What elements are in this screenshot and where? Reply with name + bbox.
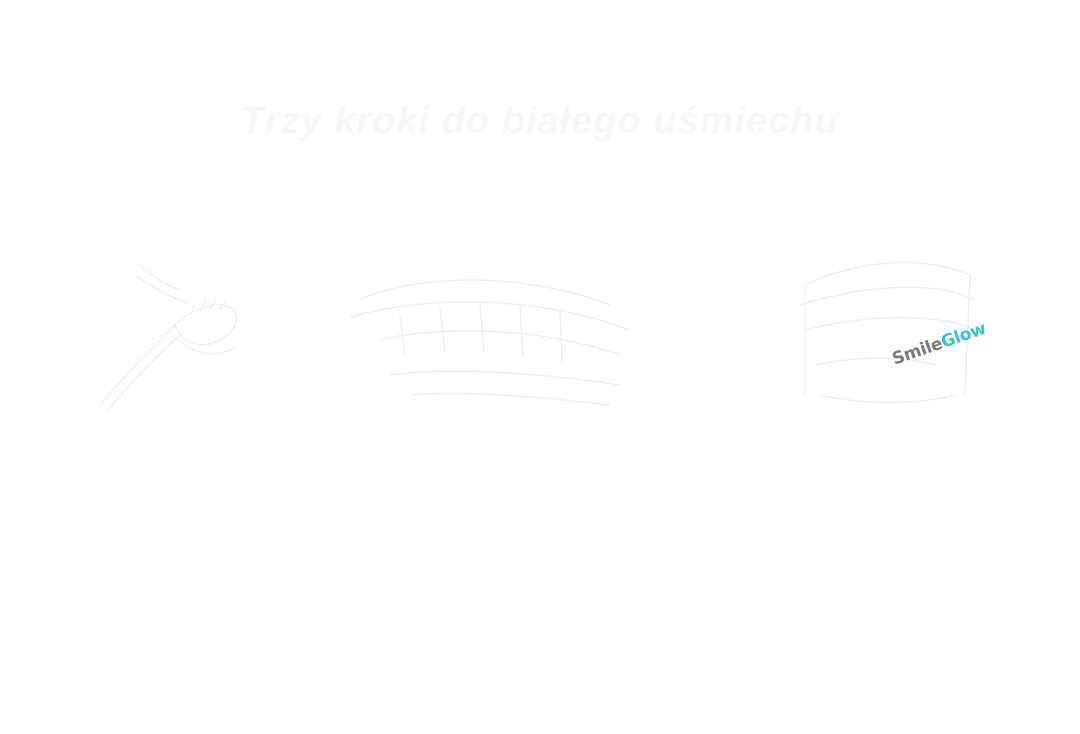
toothbrush-sketch-icon bbox=[80, 245, 260, 420]
whitening-kit-sketch-icon bbox=[785, 245, 985, 420]
teeth-tray-sketch-icon bbox=[320, 245, 650, 420]
section-title: Trzy kroki do białego uśmiechu bbox=[241, 100, 839, 142]
